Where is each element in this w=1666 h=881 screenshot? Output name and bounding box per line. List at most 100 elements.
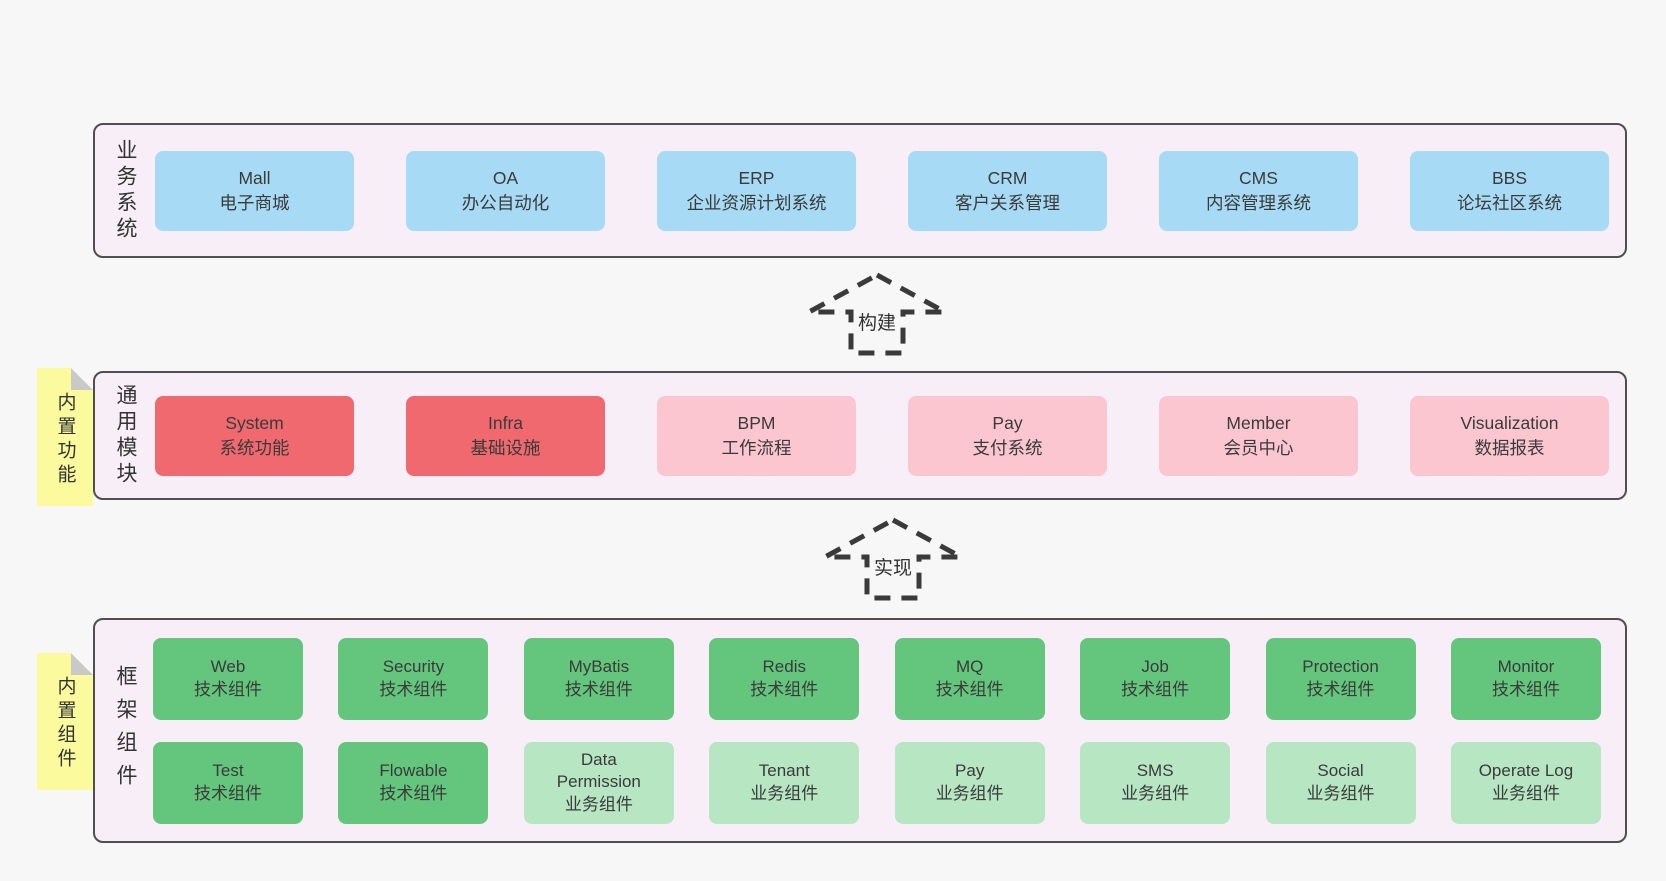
box-subtitle: 工作流程 [721, 437, 792, 458]
box-title: Member [1226, 412, 1291, 433]
box-subtitle: 论坛社区系统 [1457, 192, 1562, 213]
box-mall: Mall 电子商城 [155, 150, 354, 231]
up-arrow-icon [823, 517, 963, 601]
box-subtitle: 业务组件 [564, 794, 633, 814]
box-title: OA [492, 167, 519, 188]
box-subtitle: 技术组件 [1121, 679, 1190, 699]
component-row-1: Web 技术组件 Security 技术组件 MyBatis 技术组件 Redi… [153, 637, 1601, 720]
band-label-common-modules: 通用模块 [114, 383, 137, 488]
box-title: Tenant [758, 761, 810, 781]
box-pay: Pay 支付系统 [908, 395, 1107, 476]
box-flowable: Flowable 技术组件 [338, 741, 489, 824]
box-bpm: BPM 工作流程 [657, 395, 856, 476]
folded-corner-icon [71, 653, 93, 675]
arrow-label-implement: 实现 [869, 553, 917, 580]
note-label: 内置组件 [54, 676, 76, 773]
box-infra: Infra 基础设施 [406, 395, 605, 476]
box-subtitle: 基础设施 [470, 437, 541, 458]
box-title: Monitor [1497, 657, 1555, 677]
box-title: Redis [762, 657, 806, 677]
box-data-permission: Data Permission 业务组件 [523, 741, 674, 824]
box-subtitle: 系统功能 [219, 437, 290, 458]
box-title: Test [212, 761, 244, 781]
box-mybatis: MyBatis 技术组件 [523, 637, 674, 720]
box-title: Data Permission [556, 750, 641, 792]
box-subtitle: 业务组件 [1491, 783, 1560, 803]
box-subtitle: 技术组件 [379, 783, 448, 803]
sticky-note-builtin-components: 内置组件 [37, 653, 93, 790]
component-grid: Web 技术组件 Security 技术组件 MyBatis 技术组件 Redi… [153, 620, 1601, 841]
box-subtitle: 办公自动化 [461, 192, 550, 213]
box-subtitle: 技术组件 [564, 679, 633, 699]
box-title: SMS [1136, 761, 1174, 781]
box-row-modules: System 系统功能 Infra 基础设施 BPM 工作流程 Pay 支付系统… [155, 373, 1609, 498]
build-arrow: 构建 [806, 272, 948, 356]
box-title: Mall [238, 167, 271, 188]
box-web: Web 技术组件 [153, 637, 303, 720]
box-title: Protection [1302, 657, 1379, 677]
box-system: System 系统功能 [155, 395, 354, 476]
box-bbs: BBS 论坛社区系统 [1410, 150, 1609, 231]
band-label-business-systems: 业务系统 [114, 138, 137, 243]
box-title: BPM [737, 412, 776, 433]
box-redis: Redis 技术组件 [709, 637, 860, 720]
note-label: 内置功能 [54, 391, 76, 488]
box-title: Security [382, 657, 445, 677]
folded-corner-icon [71, 368, 93, 390]
box-title: Pay [992, 412, 1023, 433]
box-title: Operate Log [1478, 761, 1574, 781]
box-job: Job 技术组件 [1080, 637, 1231, 720]
box-social: Social 业务组件 [1265, 741, 1416, 824]
box-subtitle: 企业资源计划系统 [686, 192, 827, 213]
up-arrow-icon [807, 272, 947, 356]
box-subtitle: 数据报表 [1474, 437, 1545, 458]
box-subtitle: 技术组件 [1306, 679, 1375, 699]
box-pay-business: Pay 业务组件 [894, 741, 1045, 824]
band-label-framework-components: 框架组件 [114, 664, 137, 797]
box-oa: OA 办公自动化 [406, 150, 605, 231]
box-title: CRM [987, 167, 1028, 188]
box-title: CMS [1239, 167, 1278, 188]
box-subtitle: 电子商城 [219, 192, 290, 213]
box-subtitle: 业务组件 [935, 783, 1004, 803]
box-cms: CMS 内容管理系统 [1159, 150, 1358, 231]
box-title: Web [210, 657, 246, 677]
box-monitor: Monitor 技术组件 [1450, 637, 1601, 720]
box-subtitle: 技术组件 [750, 679, 819, 699]
box-subtitle: 客户关系管理 [955, 192, 1060, 213]
box-subtitle: 业务组件 [750, 783, 819, 803]
box-crm: CRM 客户关系管理 [908, 150, 1107, 231]
box-subtitle: 技术组件 [935, 679, 1004, 699]
box-title: Infra [487, 412, 524, 433]
box-erp: ERP 企业资源计划系统 [657, 150, 856, 231]
box-test: Test 技术组件 [153, 741, 303, 824]
box-title: Visualization [1460, 412, 1559, 433]
sticky-note-builtin-features: 内置功能 [37, 368, 93, 506]
box-subtitle: 会员中心 [1223, 437, 1294, 458]
box-title: Job [1141, 657, 1169, 677]
box-title: System [225, 412, 284, 433]
box-title: Social [1317, 761, 1364, 781]
band-framework-components: 框架组件 Web 技术组件 Security 技术组件 MyBatis 技术组件… [93, 618, 1627, 843]
band-business-systems: 业务系统 Mall 电子商城 OA 办公自动化 ERP 企业资源计划系统 CRM… [93, 123, 1627, 258]
box-subtitle: 技术组件 [1491, 679, 1560, 699]
box-subtitle: 业务组件 [1121, 783, 1190, 803]
box-subtitle: 业务组件 [1306, 783, 1375, 803]
arrow-label-build: 构建 [853, 308, 901, 335]
box-subtitle: 技术组件 [194, 783, 262, 803]
box-tenant: Tenant 业务组件 [709, 741, 860, 824]
box-protection: Protection 技术组件 [1265, 637, 1416, 720]
box-member: Member 会员中心 [1159, 395, 1358, 476]
box-subtitle: 内容管理系统 [1206, 192, 1311, 213]
box-title: ERP [738, 167, 775, 188]
band-common-modules: 通用模块 System 系统功能 Infra 基础设施 BPM 工作流程 Pay… [93, 371, 1627, 500]
box-subtitle: 支付系统 [972, 437, 1043, 458]
box-title: BBS [1491, 167, 1528, 188]
box-subtitle: 技术组件 [379, 679, 448, 699]
box-mq: MQ 技术组件 [894, 637, 1045, 720]
box-operate-log: Operate Log 业务组件 [1450, 741, 1601, 824]
component-row-2: Test 技术组件 Flowable 技术组件 Data Permission … [153, 741, 1601, 824]
box-title: Pay [955, 761, 985, 781]
box-sms: SMS 业务组件 [1080, 741, 1231, 824]
